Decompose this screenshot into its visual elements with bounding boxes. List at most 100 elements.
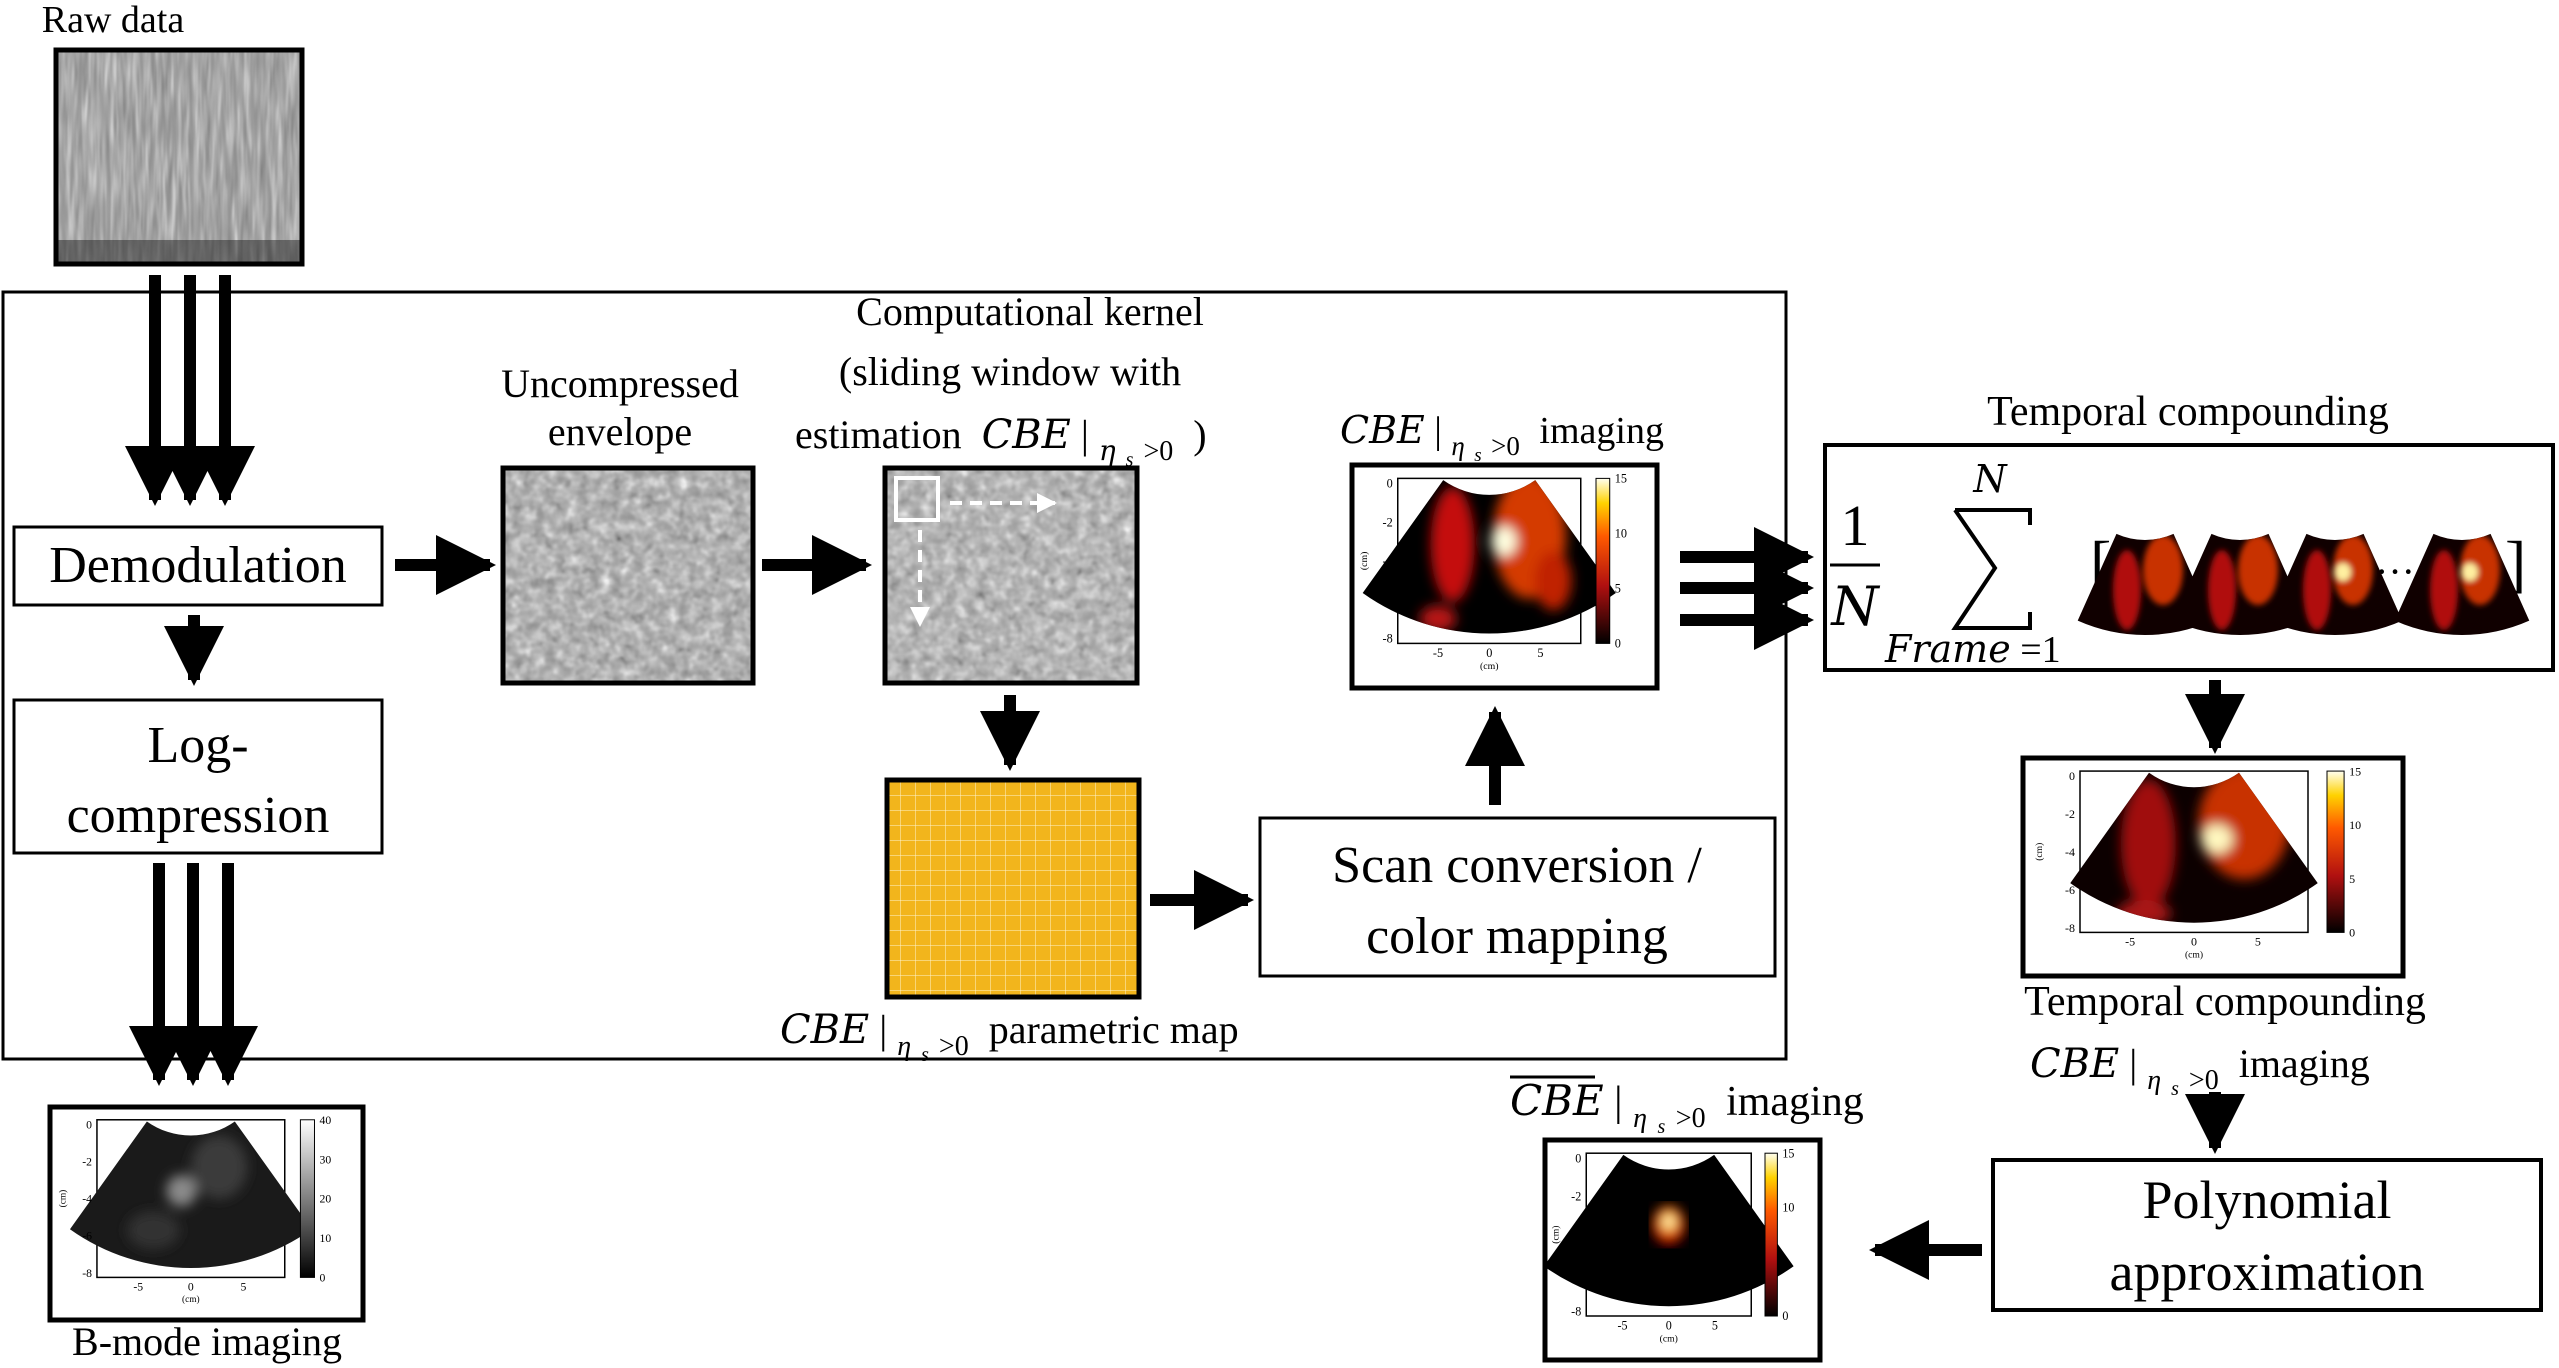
raw-data-label: Raw data bbox=[42, 0, 185, 41]
colorbar bbox=[1595, 477, 1611, 644]
intensity-region bbox=[190, 1135, 248, 1199]
x-tick-label: -5 bbox=[1433, 646, 1443, 660]
y-tick-label: -8 bbox=[1571, 1304, 1581, 1318]
colorbar-tick-label: 0 bbox=[319, 1272, 325, 1285]
temporal-result-line2: CBE | η s >0 imaging bbox=[2030, 1041, 2370, 1104]
y-axis-label: (cm) bbox=[58, 1190, 69, 1208]
raw-data-image bbox=[53, 47, 305, 267]
kernel-line1: Computational kernel bbox=[856, 289, 1204, 334]
tr-sub-eta: η bbox=[2147, 1065, 2161, 1096]
parametric-map-image bbox=[884, 777, 1142, 1000]
x-tick-label: 5 bbox=[2255, 935, 2261, 949]
colorbar-tick-label: 10 bbox=[319, 1232, 331, 1245]
colorbar-tick-label: 5 bbox=[2349, 872, 2355, 886]
pmap-suffix: parametric map bbox=[989, 1007, 1239, 1052]
colorbar-tick-label: 15 bbox=[1615, 472, 1627, 486]
pmap-sub-s: s bbox=[921, 1044, 929, 1066]
colorbar-tick-label: 0 bbox=[2349, 926, 2355, 940]
colorbar-tick-label: 30 bbox=[319, 1153, 331, 1166]
x-tick-label: 0 bbox=[188, 1280, 194, 1293]
sliding-window-marker bbox=[894, 476, 940, 522]
sum-symbol bbox=[1951, 508, 2032, 630]
y-tick-label: -6 bbox=[82, 1230, 92, 1243]
x-tick-label: 0 bbox=[2191, 935, 2197, 949]
colorbar-tick-label: 0 bbox=[1615, 637, 1621, 651]
temporal-title: Temporal compounding bbox=[1987, 389, 2389, 435]
pmap-cbe: CBE bbox=[780, 1007, 869, 1053]
pmap-sub-cond: >0 bbox=[939, 1031, 969, 1062]
kernel-line3: estimation CBE | η s >0 ) bbox=[795, 412, 1207, 475]
y-axis-label: (cm) bbox=[1551, 1225, 1562, 1243]
processing-frame bbox=[1, 290, 1788, 1061]
frame-thumbnail bbox=[2267, 533, 2403, 635]
x-tick-label: 5 bbox=[1537, 646, 1543, 660]
colorbar bbox=[2326, 770, 2345, 933]
y-axis-label: (cm) bbox=[1359, 552, 1370, 571]
x-axis-label: (cm) bbox=[1660, 1333, 1678, 1344]
fraction-denominator: N bbox=[1829, 575, 1880, 638]
y-tick-label: -8 bbox=[82, 1267, 92, 1280]
x-tick-label: 5 bbox=[241, 1280, 247, 1293]
cbe-imaging-title: CBE | η s >0 imaging bbox=[1340, 408, 1664, 470]
fraction-numerator: 1 bbox=[1841, 493, 1870, 558]
kernel-sub-eta: η bbox=[1099, 434, 1116, 467]
x-axis-label: (cm) bbox=[2185, 950, 2203, 961]
colorbar-tick-label: 10 bbox=[2349, 818, 2361, 832]
x-axis-label: (cm) bbox=[1480, 661, 1499, 672]
intensity-region bbox=[166, 1174, 197, 1207]
y-tick-label: -4 bbox=[2065, 845, 2075, 859]
x-axis-label: (cm) bbox=[182, 1294, 200, 1305]
tr-suffix: imaging bbox=[2239, 1041, 2370, 1086]
colorbar bbox=[299, 1119, 315, 1278]
y-tick-label: 0 bbox=[2069, 769, 2075, 783]
kernel-sub-cond: >0 bbox=[1143, 436, 1173, 467]
colorbar-tick-label: 5 bbox=[1782, 1255, 1788, 1269]
polynomial-box bbox=[1991, 1158, 2543, 1312]
log-to-bmode-arrows bbox=[129, 863, 258, 1086]
x-tick-label: 0 bbox=[1486, 646, 1492, 660]
log-compression-line2: compression bbox=[67, 787, 330, 844]
kernel-sub-s: s bbox=[1126, 449, 1134, 471]
demodulation-box bbox=[12, 525, 384, 607]
intensity-region bbox=[2121, 779, 2176, 909]
envelope-line1: Uncompressed bbox=[501, 361, 739, 406]
x-tick-label: 0 bbox=[1666, 1318, 1672, 1332]
x-tick-label: -5 bbox=[2125, 935, 2135, 949]
scan-conversion-box bbox=[1258, 816, 1777, 978]
envelope-line2: envelope bbox=[548, 409, 692, 454]
y-tick-label: 0 bbox=[1575, 1151, 1581, 1165]
y-tick-label: -2 bbox=[1383, 515, 1393, 529]
y-tick-label: -2 bbox=[2065, 807, 2075, 821]
x-tick-label: 5 bbox=[1712, 1318, 1718, 1332]
colorbar-tick-label: 15 bbox=[1782, 1146, 1794, 1160]
colorbar-tick-label: 40 bbox=[319, 1114, 331, 1127]
y-tick-label: -4 bbox=[82, 1193, 92, 1206]
colorbar-tick-label: 20 bbox=[319, 1193, 331, 1206]
cbe-title-sub-eta: η bbox=[1451, 431, 1464, 461]
scan-conversion-line1: Scan conversion / bbox=[1332, 837, 1702, 894]
sum-lower-limit: Frame =1 bbox=[1884, 627, 2061, 671]
cbe-title-cbe: CBE bbox=[1340, 408, 1425, 452]
frame-thumbnail bbox=[2394, 533, 2530, 635]
y-tick-label: -8 bbox=[1383, 632, 1393, 646]
colorbar-tick-label: 10 bbox=[1615, 527, 1627, 541]
colorbar-tick-label: 15 bbox=[2349, 764, 2361, 778]
x-tick-label: -5 bbox=[1618, 1318, 1628, 1332]
cbe-to-temporal-arrows bbox=[1680, 527, 1814, 650]
temporal-result-line1: Temporal compounding bbox=[2024, 979, 2426, 1025]
intensity-region bbox=[1664, 1216, 1673, 1227]
intensity-region bbox=[2200, 824, 2233, 854]
intensity-region bbox=[126, 1211, 180, 1250]
x-tick-label: -5 bbox=[133, 1280, 143, 1293]
sum-upper-limit: N bbox=[1972, 457, 2008, 501]
pmap-sub-eta: η bbox=[897, 1031, 911, 1062]
y-tick-label: -4 bbox=[1383, 554, 1393, 568]
final-cbe: CBE bbox=[1510, 1076, 1604, 1125]
demodulation-label: Demodulation bbox=[49, 537, 347, 594]
y-tick-label: -8 bbox=[2065, 921, 2075, 935]
y-tick-label: 0 bbox=[1387, 477, 1393, 491]
